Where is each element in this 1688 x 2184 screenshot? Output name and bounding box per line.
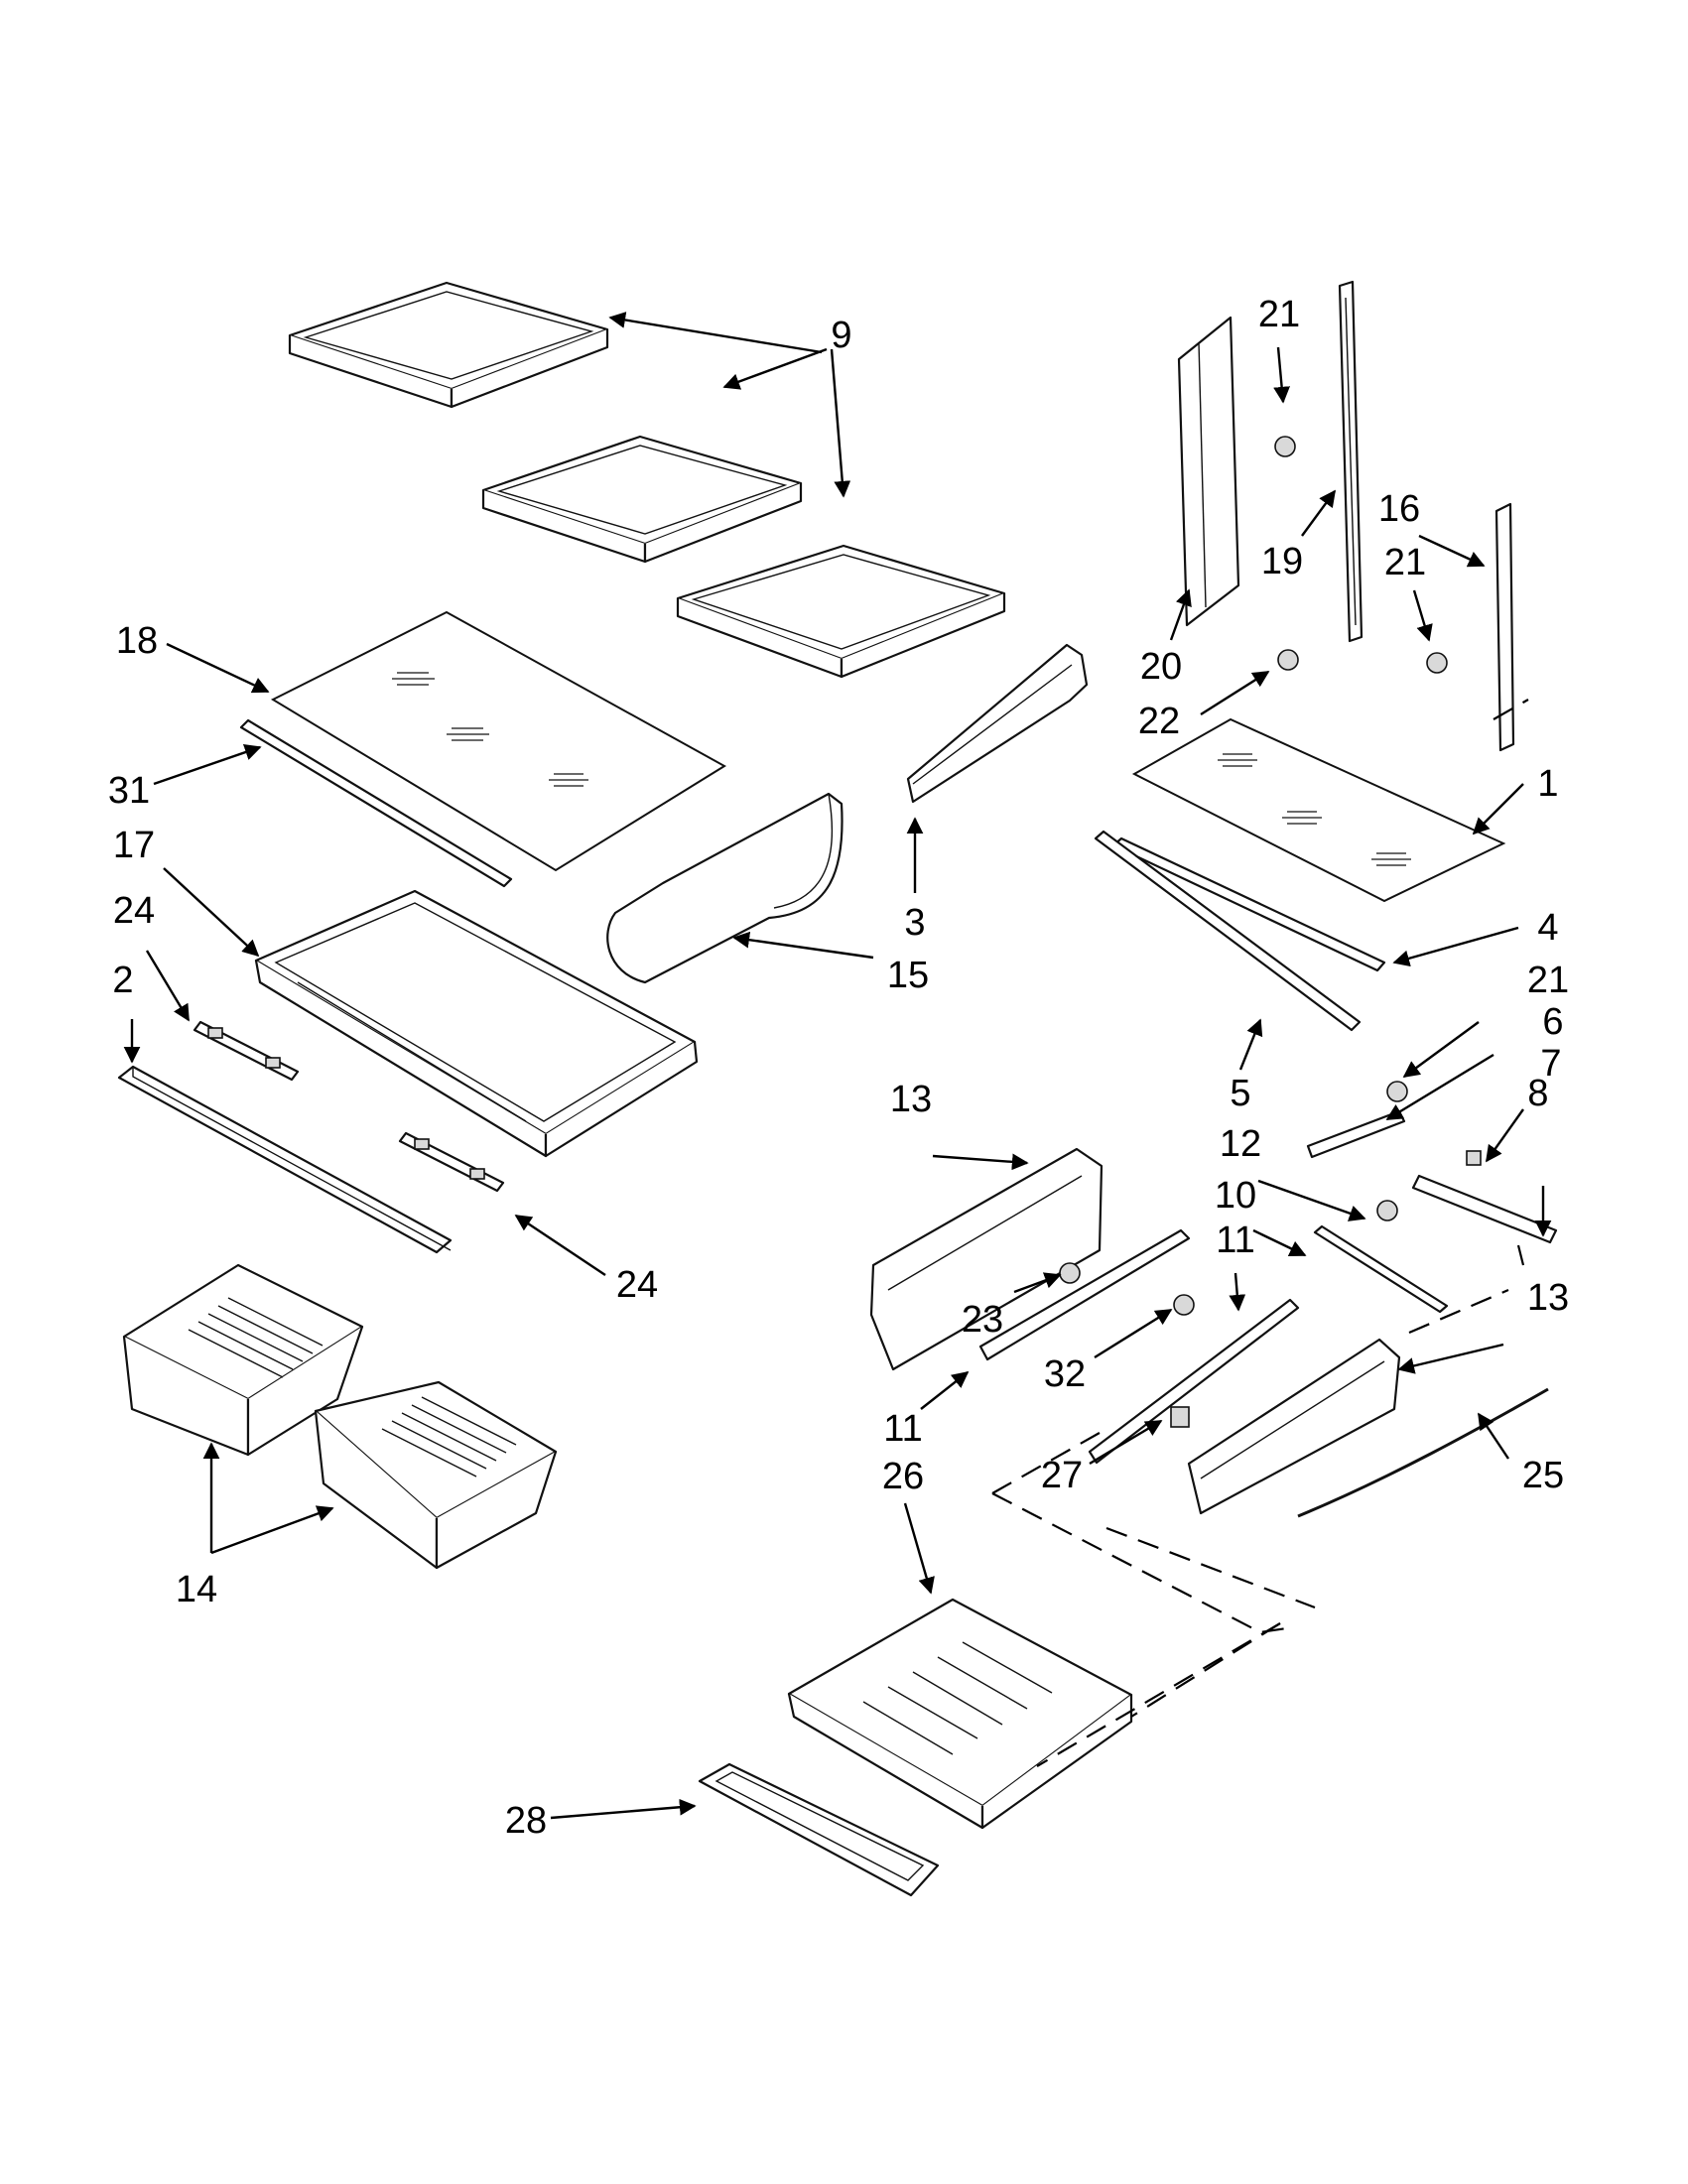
screw-22	[1277, 649, 1299, 671]
callout-9: 9	[831, 315, 851, 356]
callout-2: 2	[112, 960, 133, 1001]
callout-21: 21	[1527, 960, 1569, 1001]
leader-lines	[123, 312, 1552, 1820]
glass-panel-18	[270, 610, 726, 872]
frame-17	[254, 889, 699, 1158]
glass-panel-1	[1131, 717, 1506, 903]
callout-11: 11	[1216, 1220, 1254, 1261]
callout-18: 18	[116, 620, 158, 662]
screw-12	[1376, 1200, 1398, 1221]
bracket-24-left	[193, 1020, 300, 1082]
trim-5	[1094, 830, 1362, 1032]
bracket-24-right	[398, 1131, 505, 1193]
slide-housing-13b	[1187, 1338, 1401, 1515]
callout-7: 7	[1540, 1043, 1561, 1085]
shelf-9-middle	[481, 435, 803, 564]
rail-16	[1494, 502, 1515, 752]
clip-7	[1466, 1150, 1482, 1166]
callout-17: 17	[113, 825, 155, 866]
screw-32	[1173, 1294, 1195, 1316]
callout-3: 3	[904, 902, 925, 944]
callout-10: 10	[1215, 1175, 1256, 1217]
slide-11a	[978, 1228, 1191, 1361]
callout-22: 22	[1138, 701, 1180, 742]
dashed-assembly-lines	[991, 699, 1529, 1767]
slide-housing-13a	[869, 1147, 1104, 1371]
shelf-9-right	[676, 544, 1006, 679]
callout-11: 11	[883, 1408, 922, 1450]
rail-3	[906, 643, 1089, 804]
shelf-9-left	[288, 281, 609, 409]
callout-32: 32	[1044, 1353, 1086, 1395]
clip-27	[1170, 1406, 1190, 1428]
callout-28: 28	[505, 1800, 547, 1842]
callout-8: 8	[1527, 1073, 1548, 1114]
callout-1: 1	[1537, 763, 1558, 805]
drawer-14-bottom	[314, 1380, 558, 1570]
callout-24: 24	[113, 890, 155, 932]
callout-21: 21	[1258, 294, 1300, 335]
callout-13: 13	[890, 1079, 932, 1120]
callout-25: 25	[1522, 1455, 1564, 1496]
screw-21a	[1274, 436, 1296, 457]
callout-19: 19	[1261, 541, 1303, 582]
support-6	[1306, 1109, 1406, 1159]
callout-23: 23	[962, 1299, 1003, 1341]
callout-6: 6	[1542, 1001, 1563, 1043]
screw-21c	[1386, 1081, 1408, 1102]
tray-26	[787, 1598, 1133, 1830]
callout-labels: 9 21 19 16 21 20 22 18 31 17 24 2 3 15 1…	[108, 294, 1569, 1842]
screw-23	[1059, 1262, 1081, 1284]
trim-2	[117, 1065, 453, 1254]
trim-31	[239, 718, 513, 888]
cover-15	[606, 792, 844, 984]
rail-19	[1338, 280, 1363, 643]
callout-5: 5	[1230, 1073, 1250, 1114]
slide-11b	[1088, 1298, 1300, 1465]
callout-26: 26	[882, 1456, 924, 1497]
rod-10	[1313, 1224, 1449, 1314]
bracket-20	[1177, 316, 1240, 627]
screw-21b	[1426, 652, 1448, 674]
rod-25	[1297, 1387, 1549, 1518]
callout-31: 31	[108, 770, 150, 812]
callout-21: 21	[1384, 542, 1426, 583]
trim-4	[1111, 836, 1386, 972]
callout-27: 27	[1041, 1455, 1083, 1496]
callout-12: 12	[1220, 1123, 1261, 1165]
callout-15: 15	[887, 955, 929, 996]
callout-13: 13	[1527, 1277, 1569, 1319]
drawer-front-28	[698, 1762, 940, 1897]
callout-16: 16	[1378, 488, 1420, 530]
callout-20: 20	[1140, 646, 1182, 688]
callout-14: 14	[176, 1569, 217, 1610]
callout-24: 24	[616, 1264, 658, 1306]
drawer-14-top	[122, 1263, 364, 1457]
callout-4: 4	[1537, 907, 1558, 949]
support-8	[1411, 1174, 1558, 1244]
